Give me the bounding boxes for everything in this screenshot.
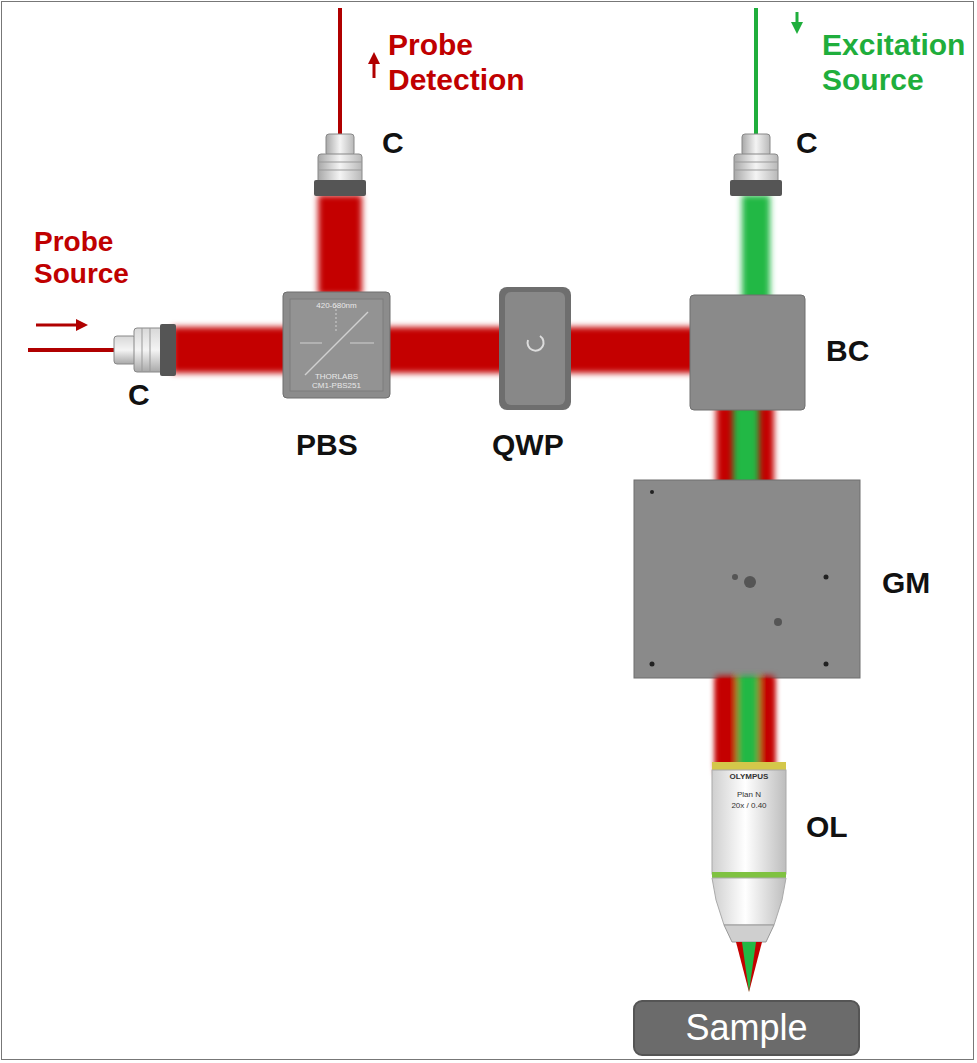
- objective-lens: [712, 762, 786, 992]
- sample-box: Sample: [633, 1000, 860, 1056]
- component-marking: OLYMPUS: [712, 772, 786, 781]
- part-label: GM: [882, 566, 962, 601]
- part-label: PBS: [296, 428, 396, 463]
- source-label: Probe Source: [34, 226, 174, 290]
- component-marking: CM1-PBS251: [290, 381, 383, 390]
- collimator-source: [114, 324, 176, 376]
- part-label: QWP: [492, 428, 592, 463]
- collimator-excitation: [730, 134, 782, 196]
- polarizing-beam-splitter: [283, 292, 390, 398]
- source-label: Excitation Source: [822, 28, 972, 97]
- galvo-mirror: [634, 480, 860, 678]
- component-marking: 420-680nm: [290, 301, 383, 310]
- component-marking: Plan N: [712, 790, 786, 799]
- detection-fibre: [338, 8, 342, 140]
- beam-combiner: [690, 295, 805, 410]
- part-label: C: [382, 126, 422, 161]
- part-label: BC: [826, 334, 906, 369]
- source-label: Probe Detection: [388, 28, 573, 97]
- part-label: C: [128, 378, 168, 413]
- quarter-wave-plate: [499, 287, 571, 410]
- part-label: C: [796, 126, 836, 161]
- excitation-fibre: [754, 8, 758, 140]
- component-marking: 20x / 0.40: [712, 801, 786, 810]
- part-label: OL: [806, 810, 886, 845]
- collimator-detection: [314, 134, 366, 196]
- probe-fibre: [28, 348, 118, 352]
- component-marking: THORLABS: [290, 372, 383, 381]
- sample-text: Sample: [685, 1007, 807, 1049]
